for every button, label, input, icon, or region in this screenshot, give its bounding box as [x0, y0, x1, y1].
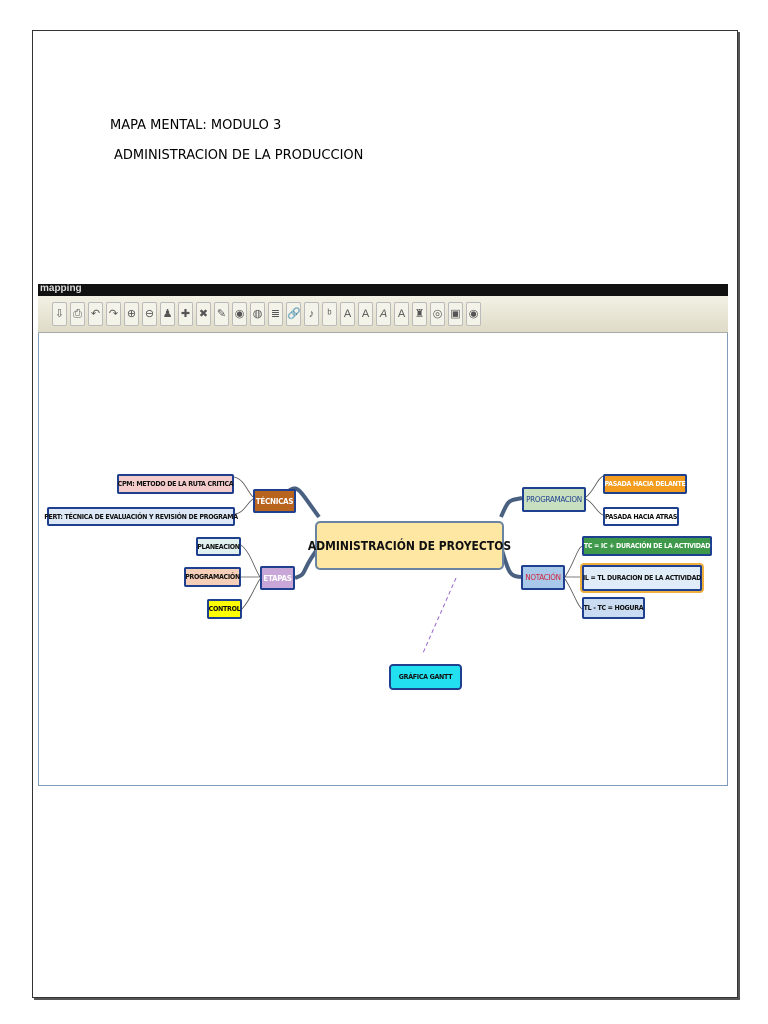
node-color-icon[interactable]: ◉ [232, 302, 247, 326]
node-notacion[interactable]: NOTACIÓN [521, 565, 565, 590]
web-icon[interactable]: ◎ [430, 302, 445, 326]
help-icon[interactable]: ◉ [466, 302, 481, 326]
node-pasada-atras[interactable]: PASADA HACIA ATRAS [603, 507, 679, 526]
link-gantt [422, 577, 457, 654]
font-icon[interactable]: A [340, 302, 355, 326]
link-etapas [294, 545, 321, 580]
node-pasada-delante[interactable]: PASADA HACIA DELANTE [603, 474, 687, 494]
shape-icon[interactable]: ◍ [250, 302, 265, 326]
node-etapas[interactable]: ETAPAS [260, 566, 295, 590]
italic-font-icon[interactable]: A [376, 302, 391, 326]
font-color-icon[interactable]: A [394, 302, 409, 326]
node-tc[interactable]: TC = IC + DURACIÓN DE LA ACTIVIDAD [582, 536, 712, 556]
redo-icon[interactable]: ↷ [106, 302, 121, 326]
print-icon[interactable]: ⎙ [70, 302, 85, 326]
node-programacion-etapa[interactable]: PROGRAMACIÓN [184, 567, 241, 587]
node-control[interactable]: CONTROL [207, 599, 242, 619]
node-planeacion[interactable]: PLANEACION [196, 537, 241, 556]
line-color-icon[interactable]: ✎ [214, 302, 229, 326]
zoom-out-icon[interactable]: ⊖ [142, 302, 157, 326]
text-icon[interactable]: ♪ [304, 302, 319, 326]
node-cpm[interactable]: CPM: METODO DE LA RUTA CRITICA [117, 474, 234, 494]
document-title: MAPA MENTAL: MODULO 3 [110, 118, 282, 133]
node-il[interactable]: IL = TL DURACION DE LA ACTIVIDAD [582, 565, 702, 591]
undo-icon[interactable]: ↶ [88, 302, 103, 326]
notes-icon[interactable]: ≣ [268, 302, 283, 326]
document-subtitle: ADMINISTRACION DE LA PRODUCCION [114, 148, 364, 163]
node-programacion[interactable]: PROGRAMACION [522, 487, 586, 512]
add-child-icon[interactable]: ✚ [178, 302, 193, 326]
zoom-in-icon[interactable]: ⊕ [124, 302, 139, 326]
node-tl[interactable]: TL - TC = HOGURA [582, 597, 645, 619]
page-border [32, 30, 738, 998]
export-icon[interactable]: ▣ [448, 302, 463, 326]
window-title: mapping [38, 284, 728, 296]
link-programacion [499, 496, 523, 518]
bold-font-icon[interactable]: A [358, 302, 373, 326]
central-node[interactable]: ADMINISTRACIÓN DE PROYECTOS [308, 521, 511, 570]
users-icon[interactable]: ♜ [412, 302, 427, 326]
save-icon[interactable]: ⇩ [52, 302, 67, 326]
node-tecnicas[interactable]: TÉCNICAS [253, 489, 296, 513]
add-node-icon[interactable]: ♟ [160, 302, 175, 326]
node-gantt[interactable]: GRÁFICA GANTT [389, 664, 462, 690]
font-size-icon[interactable]: ᵇ [322, 302, 337, 326]
link-icon[interactable]: 🔗 [286, 302, 301, 326]
node-pert[interactable]: PERT: TÉCNICA DE EVALUACIÓN Y REVISIÓN D… [44, 507, 238, 526]
remove-node-icon[interactable]: ✖ [196, 302, 211, 326]
mindmap-canvas: ADMINISTRACIÓN DE PROYECTOS TÉCNICAS CPM… [38, 333, 728, 786]
